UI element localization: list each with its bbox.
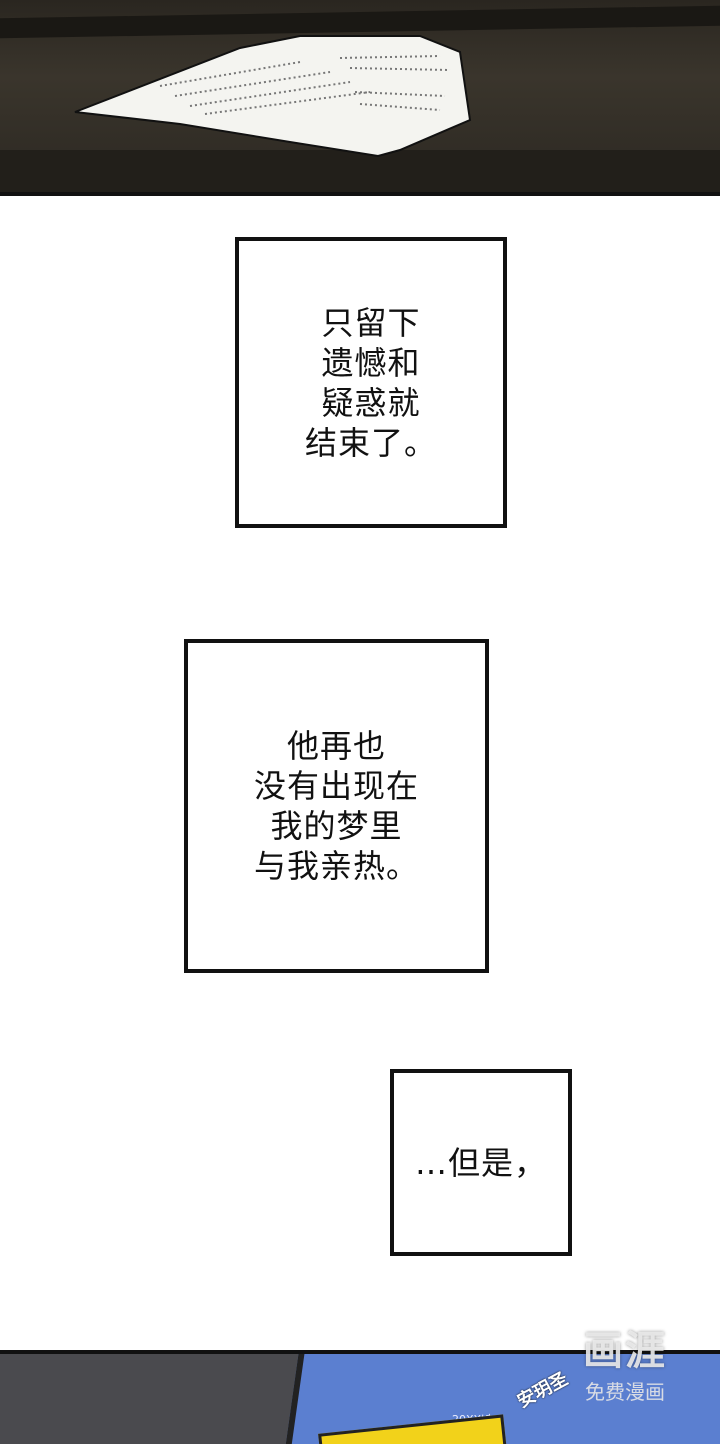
caption-box-2: 他再也 没有出现在 我的梦里 与我亲热。 [184, 639, 489, 973]
paper-document-illustration [74, 35, 472, 158]
caption-text-2: 他再也 没有出现在 我的梦里 与我亲热。 [253, 727, 419, 885]
caption-text-3: …但是， [414, 1143, 547, 1182]
paper-text-lines [159, 55, 451, 115]
watermark: 画涯 免费漫画 [560, 1318, 690, 1405]
watermark-subtitle: 免费漫画 [585, 1380, 665, 1404]
caption-text-1: 只留下 遗憾和 疑惑就 结束了。 [304, 303, 437, 462]
top-panel-desk-scene [0, 0, 720, 196]
desk-shadow [0, 150, 720, 192]
caption-box-3: …但是， [390, 1069, 572, 1256]
paper-sheet [74, 35, 472, 158]
watermark-logo: 画涯 [583, 1328, 667, 1374]
bottom-panel-phone-scene: 安玥圣 20XX년 [0, 1350, 720, 1444]
caption-box-1: 只留下 遗憾和 疑惑就 结束了。 [235, 237, 507, 528]
